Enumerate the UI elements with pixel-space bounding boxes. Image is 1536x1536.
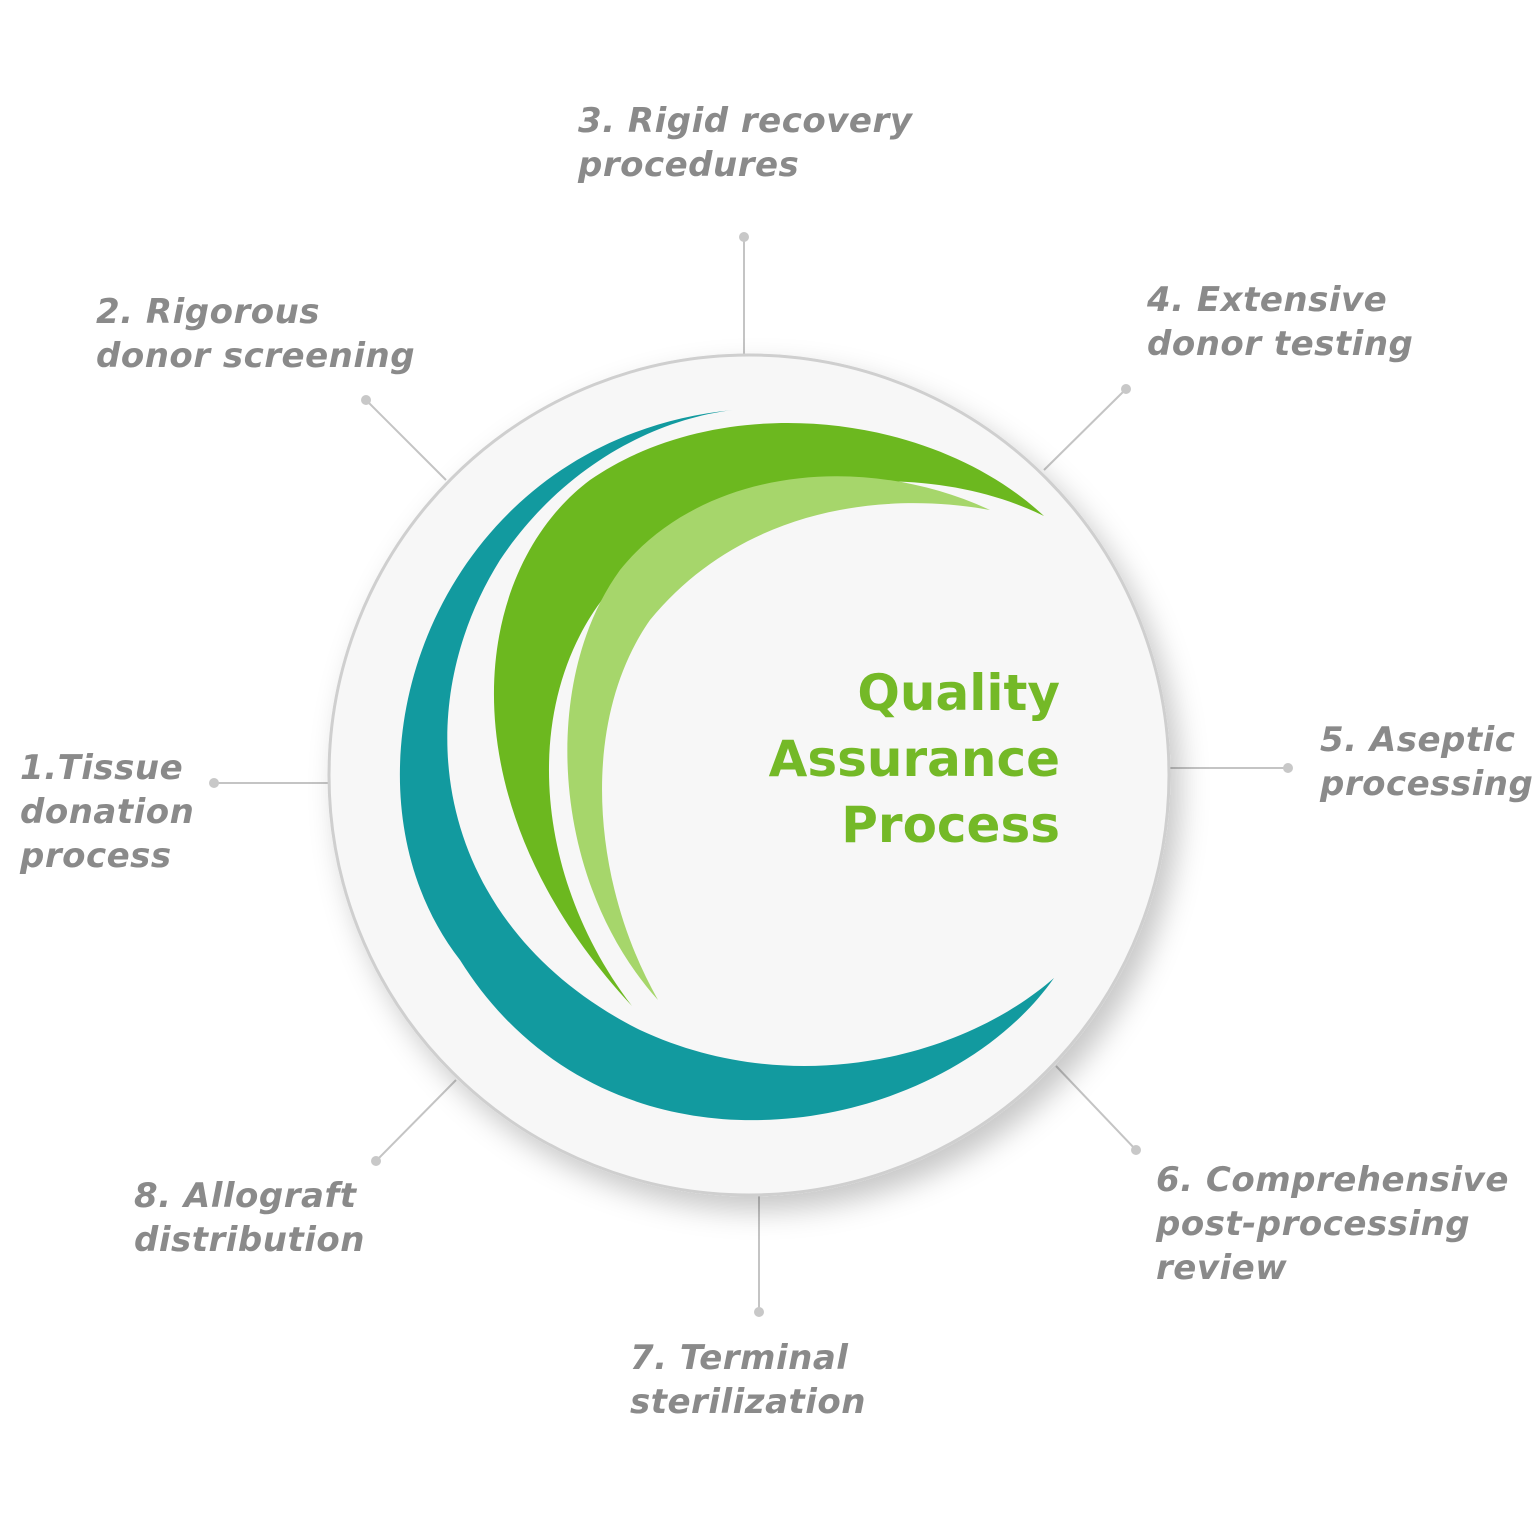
step-3-line-2: procedures bbox=[578, 145, 800, 185]
title-line-3: Process bbox=[841, 796, 1060, 854]
step-1-line-2: donation bbox=[20, 792, 195, 832]
step-8-label: 8. Allograft distribution bbox=[134, 1174, 365, 1262]
step-6-line-1: 6. Comprehensive bbox=[1156, 1160, 1509, 1200]
connector-step-6 bbox=[1055, 1065, 1141, 1155]
step-2-line-1: 2. Rigorous bbox=[96, 292, 321, 332]
step-3-label: 3. Rigid recovery procedures bbox=[578, 99, 912, 187]
title-line-2: Assurance bbox=[768, 730, 1060, 788]
connectors bbox=[209, 232, 1293, 1317]
step-6-line-3: review bbox=[1156, 1248, 1288, 1288]
step-4-label: 4. Extensive donor testing bbox=[1147, 278, 1413, 366]
step-1-line-1: 1.Tissue bbox=[20, 748, 184, 788]
step-1-label: 1.Tissue donation process bbox=[20, 746, 194, 878]
connector-step-2 bbox=[361, 395, 447, 481]
step-7-line-2: sterilization bbox=[630, 1382, 866, 1422]
step-7-line-1: 7. Terminal bbox=[630, 1338, 849, 1378]
step-8-line-2: distribution bbox=[134, 1220, 365, 1260]
step-2-line-2: donor screening bbox=[96, 336, 416, 376]
step-4-line-1: 4. Extensive bbox=[1147, 280, 1388, 320]
step-1-line-3: process bbox=[20, 836, 172, 876]
step-7-label: 7. Terminal sterilization bbox=[630, 1336, 866, 1424]
connector-step-1 bbox=[209, 778, 328, 788]
step-8-line-1: 8. Allograft bbox=[134, 1176, 357, 1216]
green-crescent-arc bbox=[493, 423, 1044, 1006]
connector-step-4 bbox=[1043, 384, 1131, 471]
connector-step-8 bbox=[371, 1079, 457, 1166]
step-6-line-2: post-processing bbox=[1156, 1204, 1471, 1244]
title-line-1: Quality bbox=[857, 664, 1060, 722]
center-title: Quality Assurance Process bbox=[640, 660, 1060, 858]
connector-step-3 bbox=[739, 232, 749, 354]
step-5-line-2: processing bbox=[1320, 764, 1534, 804]
step-4-line-2: donor testing bbox=[1147, 324, 1414, 364]
connector-step-5 bbox=[1170, 763, 1293, 773]
step-5-label: 5. Aseptic processing bbox=[1320, 718, 1533, 806]
step-3-line-1: 3. Rigid recovery bbox=[578, 101, 913, 141]
step-6-label: 6. Comprehensive post-processing review bbox=[1156, 1158, 1509, 1290]
step-2-label: 2. Rigorous donor screening bbox=[96, 290, 415, 378]
connector-step-7 bbox=[754, 1196, 764, 1317]
step-5-line-1: 5. Aseptic bbox=[1320, 720, 1516, 760]
